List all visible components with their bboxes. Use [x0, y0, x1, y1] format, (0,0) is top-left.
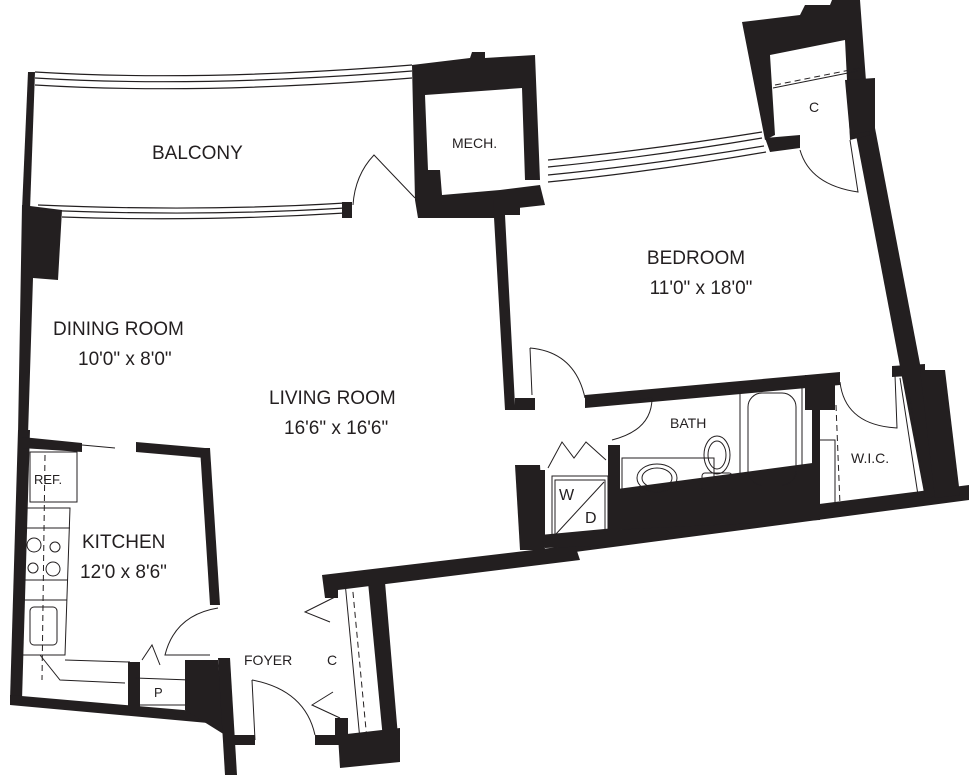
- living-room-label: LIVING ROOM: [269, 388, 396, 409]
- living-room-size: 16'6" x 16'6": [284, 418, 389, 439]
- door-swings: [81, 139, 898, 741]
- pantry-label: P: [154, 685, 163, 700]
- refrigerator-label: REF.: [34, 472, 63, 487]
- mech-label: MECH.: [452, 135, 498, 151]
- kitchen-size: 12'0 x 8'6": [80, 562, 167, 583]
- dining-room-label: DINING ROOM: [53, 319, 184, 340]
- washer-label: W: [559, 487, 575, 504]
- fixtures: [20, 67, 926, 741]
- walls: [10, 0, 969, 775]
- bedroom-size: 11'0" x 18'0": [649, 278, 753, 299]
- bedroom-closet-label: C: [809, 99, 820, 115]
- balcony-label: BALCONY: [152, 143, 243, 164]
- foyer-label: FOYER: [244, 652, 293, 668]
- foyer-closet-label: C: [327, 652, 338, 668]
- wic-label: W.I.C.: [851, 450, 890, 466]
- glazing: [34, 64, 767, 220]
- kitchen-label: KITCHEN: [82, 532, 166, 553]
- dryer-label: D: [585, 510, 597, 527]
- dining-room-size: 10'0" x 8'0": [78, 349, 172, 370]
- bath-label: BATH: [670, 415, 707, 431]
- bedroom-label: BEDROOM: [646, 248, 746, 269]
